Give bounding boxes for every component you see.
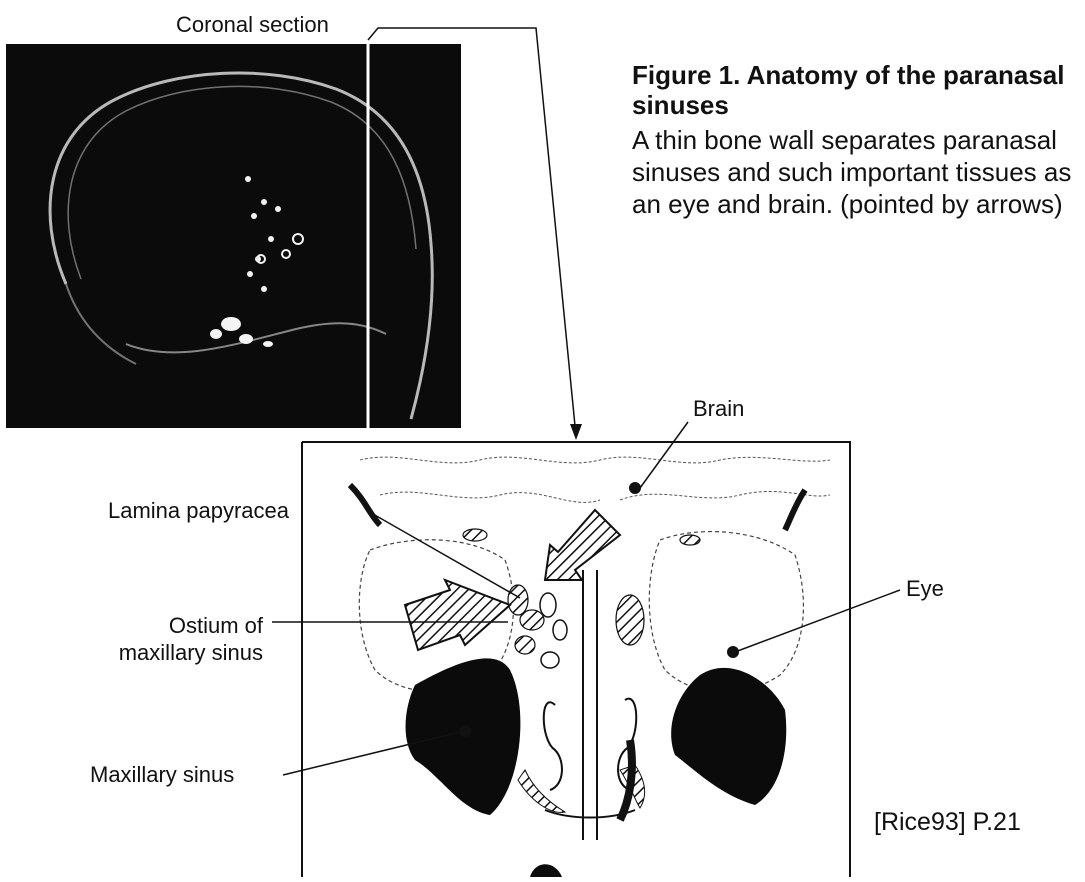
maxillary-sinus-label: Maxillary sinus [90, 764, 234, 786]
ostium-of-maxillary-sinus-label: Ostium of maxillary sinus [119, 612, 263, 666]
coronal-section-label: Coronal section [176, 14, 329, 36]
figure-description: A thin bone wall separates paranasal sin… [632, 124, 1085, 220]
citation: [Rice93] P.21 [874, 810, 1021, 835]
lamina-papyracea-label: Lamina papyracea [108, 500, 289, 522]
maxillary-sinus-left [406, 658, 521, 815]
figure-title: Figure 1. Anatomy of the paranasal sinus… [632, 60, 1082, 120]
coronal-section-diagram [300, 440, 852, 877]
ostium-label-line2: maxillary sinus [119, 639, 263, 666]
eye-label: Eye [906, 578, 944, 600]
ostium-label-line1: Ostium of [119, 612, 263, 639]
arrow-pointing-lamina-papyracea [405, 580, 510, 650]
ct-sagittal-image [6, 44, 461, 428]
maxillary-sinus-right [671, 668, 786, 805]
coronal-section-arrowhead [570, 424, 582, 440]
arrow-pointing-skull-base [545, 510, 620, 580]
brain-label: Brain [693, 398, 744, 420]
